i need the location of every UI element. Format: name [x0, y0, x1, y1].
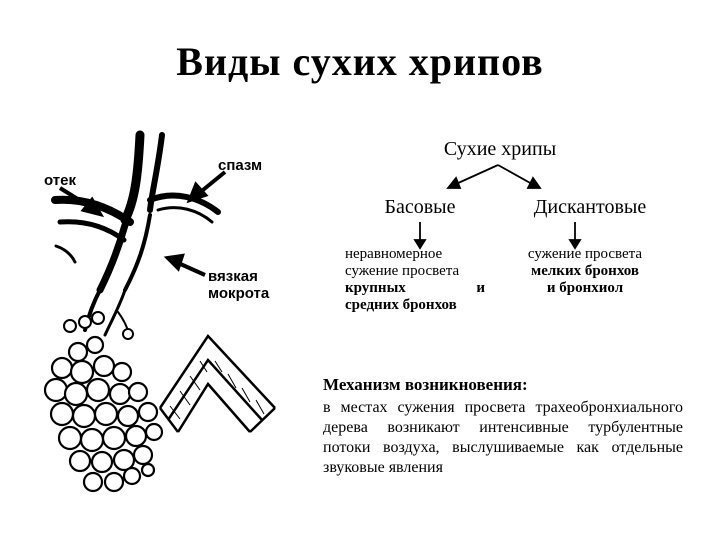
branch-discant: Дискантовые: [533, 196, 647, 218]
page-title: Виды сухих хрипов: [176, 39, 544, 84]
bass-desc-line: сужение просвета: [345, 263, 460, 279]
bass-desc-word: крупных: [345, 280, 406, 296]
spasm-label: спазм: [218, 157, 263, 174]
sputum-label-line2: мокрота: [208, 285, 270, 302]
bass-desc-line: крупных и: [345, 280, 485, 297]
branch-bass: Басовые: [384, 196, 456, 218]
bass-desc-line: неравномерное: [345, 246, 443, 262]
tree-root: Сухие хрипы: [443, 138, 557, 160]
bass-desc-line: средних бронхов: [345, 297, 457, 313]
sputum-label-line1: вязкая: [208, 268, 258, 285]
discant-desc-line: мелких бронхов: [531, 263, 639, 279]
bass-description: неравномерное сужение просвета крупных и…: [345, 246, 485, 314]
sputum-label: вязкая мокрота: [208, 268, 269, 302]
mechanism-text: в местах сужения просвета трахеобронхиал…: [323, 399, 683, 476]
discant-description: сужение просвета мелких бронхов и бронхи…: [510, 246, 660, 297]
mechanism-title: Механизм возникновения:: [323, 375, 528, 394]
discant-desc-line: сужение просвета: [527, 246, 643, 262]
discant-desc-line: и бронхиол: [546, 280, 624, 296]
edema-label: отек: [44, 172, 76, 189]
bass-desc-word: и: [476, 280, 485, 296]
